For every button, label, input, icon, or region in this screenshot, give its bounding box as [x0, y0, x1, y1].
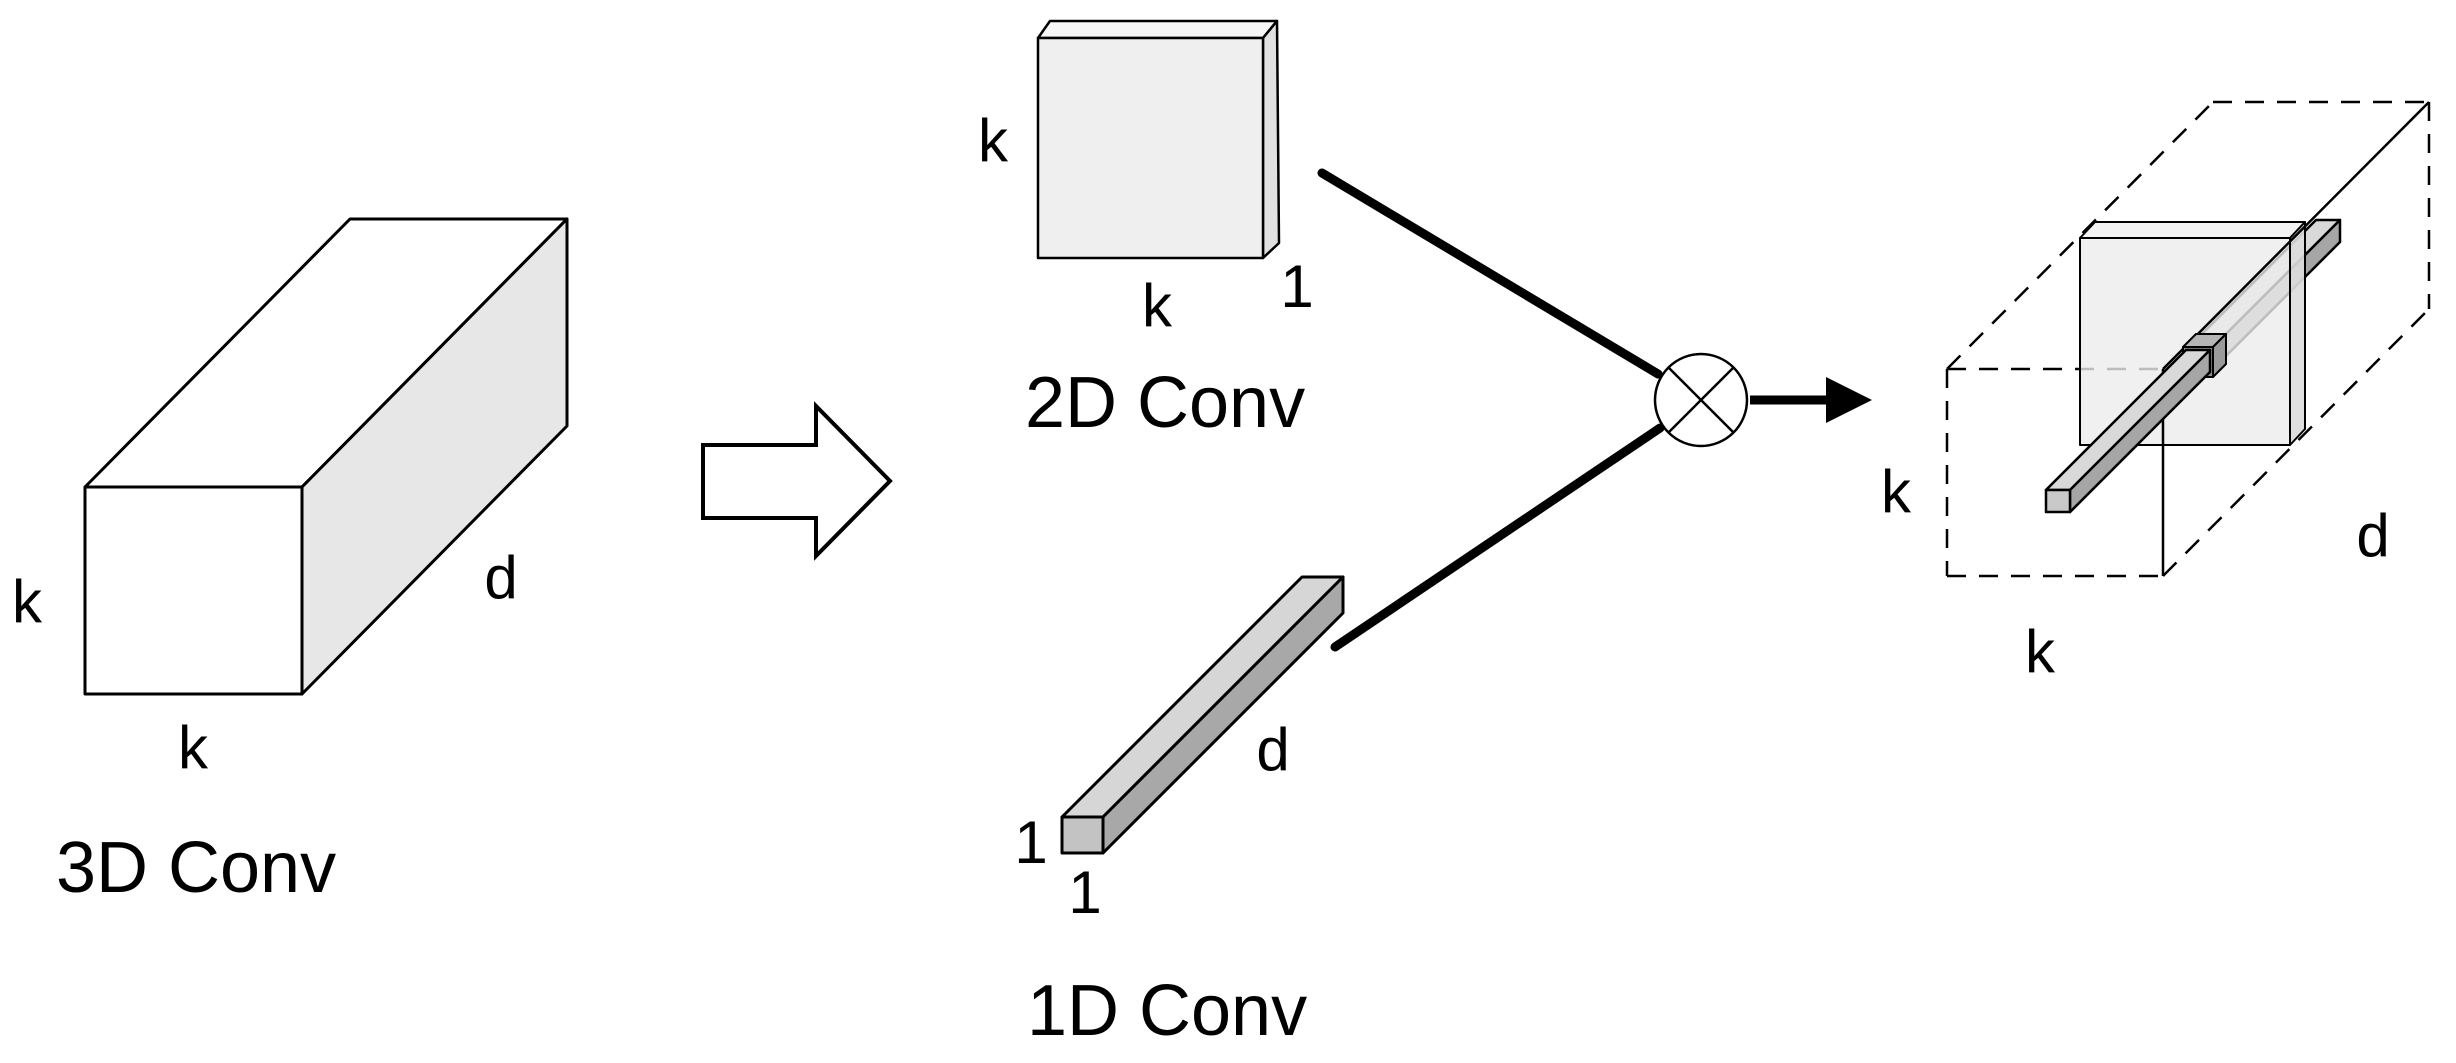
conv2d-slab: [1036, 19, 1281, 260]
conv2d-top-face: [1036, 19, 1279, 40]
result-arrow-head: [1826, 377, 1872, 423]
conv3d-cuboid: [83, 217, 569, 696]
result-depth-label: d: [2356, 502, 2389, 569]
conv3d-height-label: k: [12, 568, 43, 635]
result-plane: [2079, 221, 2306, 446]
conv3d-depth-label: d: [484, 544, 517, 611]
conv1d-side-face: [1101, 575, 1345, 855]
result-plane-front: [2079, 237, 2291, 446]
result-plane-top: [2079, 221, 2306, 239]
conv1d-height-label: 1: [1014, 809, 1047, 876]
conv2d-front-face: [1036, 36, 1265, 260]
conv1d-bar: [1060, 575, 1345, 855]
result-height-label: k: [1881, 458, 1912, 525]
result-topright-depth-edge: [2162, 101, 2430, 370]
conv2d-connector-line: [1317, 168, 1663, 379]
conv2d-width-label: k: [1142, 272, 1173, 339]
result-width-label: k: [2025, 618, 2056, 685]
conv3d-front-face: [83, 485, 304, 696]
conv1d-connector-line: [1330, 423, 1665, 652]
result-plane-side: [2289, 221, 2306, 446]
result-arrow-icon: [1750, 377, 1872, 423]
conv1d-top-face: [1060, 575, 1345, 819]
conv1d-title: 1D Conv: [1027, 971, 1307, 1051]
result-dashed-cuboid: [1945, 100, 2431, 578]
conv2d-title: 2D Conv: [1025, 363, 1305, 443]
conv3d-title: 3D Conv: [56, 828, 336, 908]
result-bar-end-face: [2044, 488, 2072, 514]
tensor-product-icon: [1653, 352, 1749, 448]
conv2d-side-face: [1261, 19, 1281, 260]
result-bar-front: [2044, 348, 2212, 514]
conv2d-height-label: k: [978, 107, 1009, 174]
conv1d-depth-label: d: [1256, 716, 1289, 783]
conv1d-width-label: 1: [1068, 859, 1101, 926]
result-figure: [1945, 100, 2431, 578]
tensor-product-cross-2: [1667, 366, 1735, 434]
conv3d-width-label: k: [178, 714, 209, 781]
conv1d-end-face: [1060, 815, 1105, 855]
decompose-arrow-icon: [701, 401, 893, 561]
conv2d-depth-label: 1: [1280, 253, 1313, 320]
